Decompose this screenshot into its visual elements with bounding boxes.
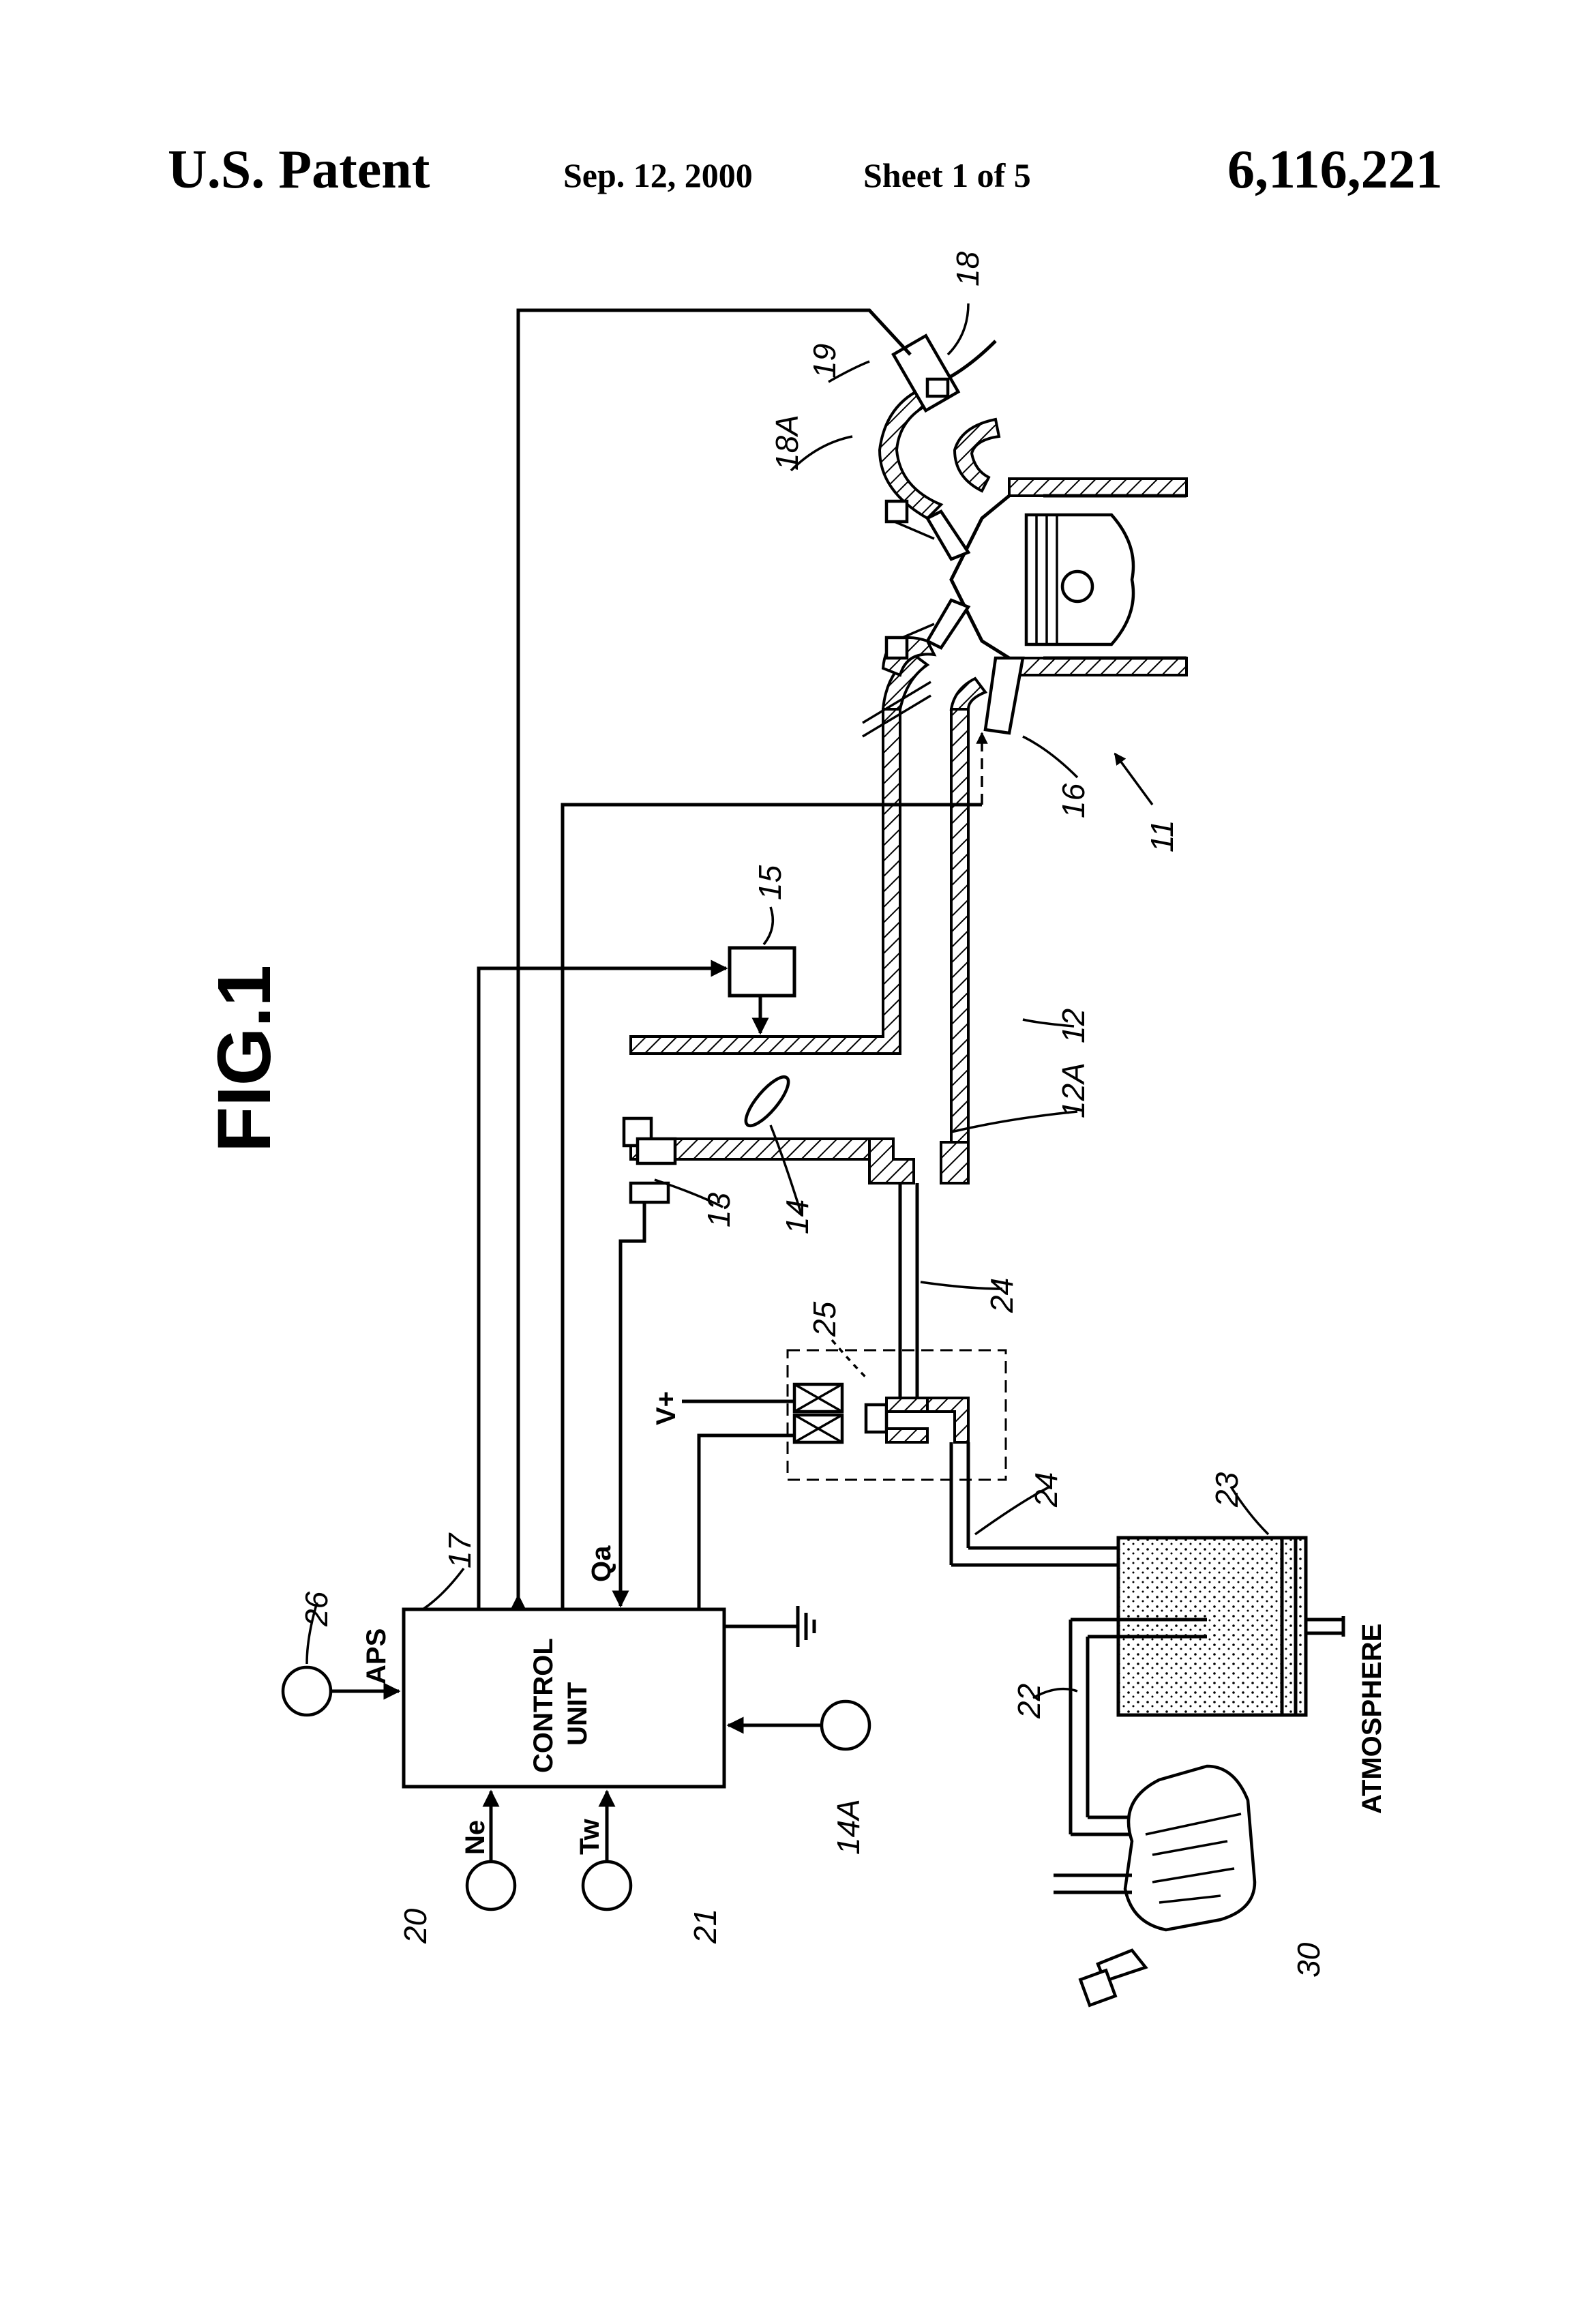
ref-13: 13 (701, 1192, 736, 1227)
control-unit-label-1: CONTROL (528, 1638, 558, 1773)
control-unit-17: CONTROL UNIT (404, 1606, 814, 1787)
signal-ne: Ne (460, 1820, 490, 1855)
sensor-14a (822, 1701, 869, 1749)
ref-20: 20 (398, 1908, 433, 1944)
ref-15: 15 (752, 865, 788, 900)
signal-vplus: V+ (651, 1391, 681, 1425)
throttle-14 (624, 1071, 794, 1202)
sensor-20 (467, 1862, 515, 1909)
ref-23: 23 (1209, 1472, 1244, 1508)
device-15 (730, 948, 794, 996)
ref-24-upper: 24 (984, 1278, 1019, 1313)
ref-16: 16 (1056, 783, 1091, 818)
canister-23 (1118, 1538, 1343, 1715)
ref-18: 18 (950, 251, 985, 286)
signal-qa: Qa (586, 1545, 616, 1582)
ref-21: 21 (687, 1909, 723, 1944)
ref-30: 30 (1291, 1942, 1326, 1978)
ref-11: 11 (1144, 820, 1180, 852)
fuel-tank-30 (1054, 1766, 1255, 2006)
patent-date: Sep. 12, 2000 (563, 155, 753, 195)
ref-14a: 14A (831, 1799, 866, 1855)
ref-25: 25 (807, 1301, 842, 1337)
sensor-21 (583, 1862, 631, 1909)
ref-17: 17 (442, 1532, 477, 1568)
figure-title: FIG.1 (203, 965, 286, 1152)
ref-12a: 12A (1056, 1062, 1091, 1118)
patent-number: 6,116,221 (1227, 139, 1443, 201)
purge-valve-25 (788, 1350, 1006, 1480)
leader-lines (307, 303, 1268, 1698)
signal-aps: APS (361, 1628, 391, 1684)
sensor-26 (283, 1667, 331, 1715)
sheet-number: Sheet 1 of 5 (863, 155, 1031, 195)
control-unit-label-2: UNIT (563, 1682, 593, 1746)
patent-label: U.S. Patent (168, 139, 430, 201)
ref-19: 19 (807, 344, 842, 378)
page-header: U.S. Patent Sep. 12, 2000 Sheet 1 of 5 6… (0, 130, 1582, 225)
atmosphere-label: ATMOSPHERE (1357, 1624, 1387, 1814)
intake-passage-12 (631, 655, 985, 1183)
signal-tw: Tw (575, 1819, 605, 1855)
engine-11 (880, 382, 1186, 733)
ref-22: 22 (1011, 1684, 1047, 1719)
